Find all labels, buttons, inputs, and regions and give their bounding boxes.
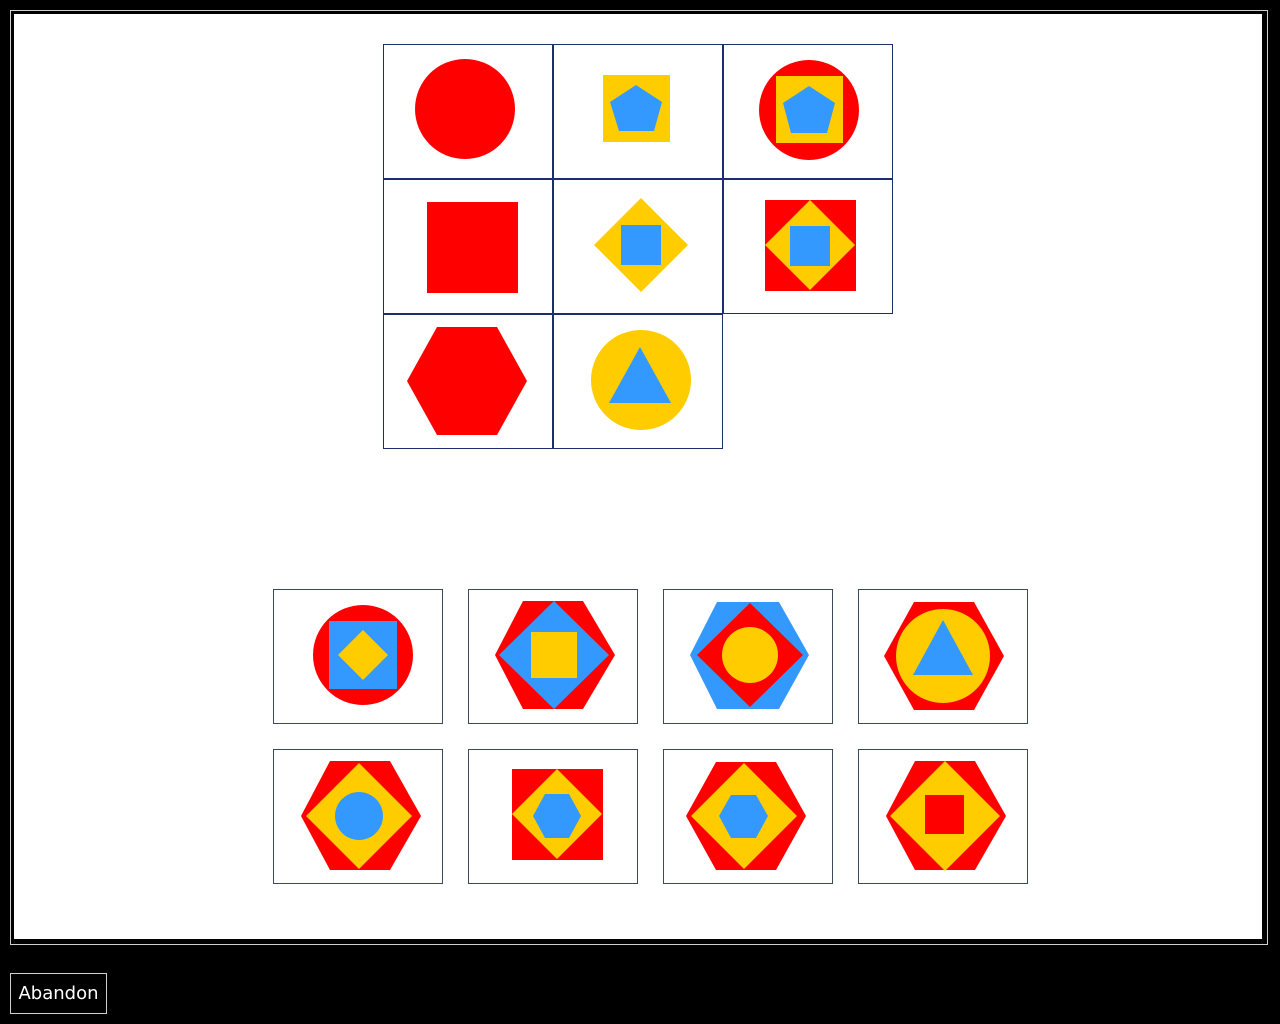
red-circle-icon (415, 59, 515, 159)
answer-option-4[interactable] (858, 589, 1028, 724)
matrix-cell-r3c2 (553, 314, 723, 449)
matrix-cell-r1c3 (723, 44, 893, 179)
blue-square-icon (621, 225, 661, 265)
answer-option-1[interactable] (273, 589, 443, 724)
blue-square-icon (790, 226, 830, 266)
answer-option-8[interactable] (858, 749, 1028, 884)
red-square-icon (427, 202, 518, 293)
answer-option-5[interactable] (273, 749, 443, 884)
yellow-square-icon (531, 632, 577, 678)
blue-triangle-icon (609, 347, 671, 403)
yellow-circle-icon (722, 627, 778, 683)
yellow-diamond-icon (338, 630, 388, 680)
matrix-cell-r1c2 (553, 44, 723, 179)
red-hexagon-icon (407, 327, 527, 435)
answer-option-2[interactable] (468, 589, 638, 724)
matrix-cell-r2c3 (723, 179, 893, 314)
answer-option-3[interactable] (663, 589, 833, 724)
matrix-cell-r2c1 (383, 179, 553, 314)
answer-option-6[interactable] (468, 749, 638, 884)
red-square-icon (925, 795, 964, 834)
puzzle-panel (14, 14, 1262, 939)
answer-option-7[interactable] (663, 749, 833, 884)
blue-hexagon-icon (533, 794, 581, 838)
blue-pentagon-icon (610, 85, 662, 131)
blue-triangle-icon (913, 620, 973, 675)
matrix-cell-r1c1 (383, 44, 553, 179)
matrix-cell-r2c2 (553, 179, 723, 314)
abandon-button[interactable]: Abandon (10, 973, 107, 1014)
blue-hexagon-icon (719, 795, 768, 838)
matrix-cell-r3c1 (383, 314, 553, 449)
blue-pentagon-icon (783, 86, 835, 133)
blue-circle-icon (335, 792, 383, 840)
